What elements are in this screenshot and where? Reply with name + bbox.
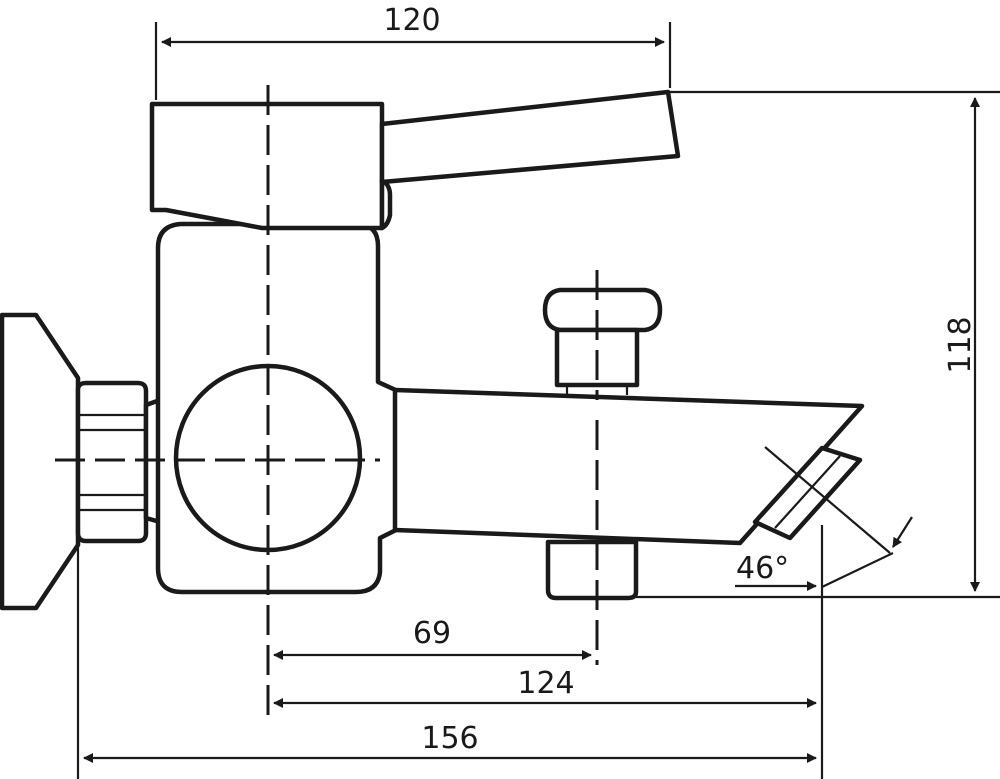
dimension-angle xyxy=(735,516,913,591)
dimension-124-label: 124 xyxy=(517,666,574,701)
aerator xyxy=(752,445,863,541)
extension-lines xyxy=(76,22,1000,779)
dimension-156-label: 156 xyxy=(421,721,478,756)
dimension-69-label: 69 xyxy=(413,616,451,651)
center-lines xyxy=(55,85,599,720)
lever-handle xyxy=(379,89,681,185)
spout xyxy=(392,387,865,546)
dimension-angle-label: 46° xyxy=(736,551,789,586)
bottom-outlet xyxy=(545,539,639,601)
hex-nut xyxy=(75,380,163,544)
diverter-knob xyxy=(542,287,663,395)
dimension-height-label: 118 xyxy=(943,316,978,373)
cartridge-cap xyxy=(149,101,393,231)
dimension-width-label: 120 xyxy=(383,3,440,38)
